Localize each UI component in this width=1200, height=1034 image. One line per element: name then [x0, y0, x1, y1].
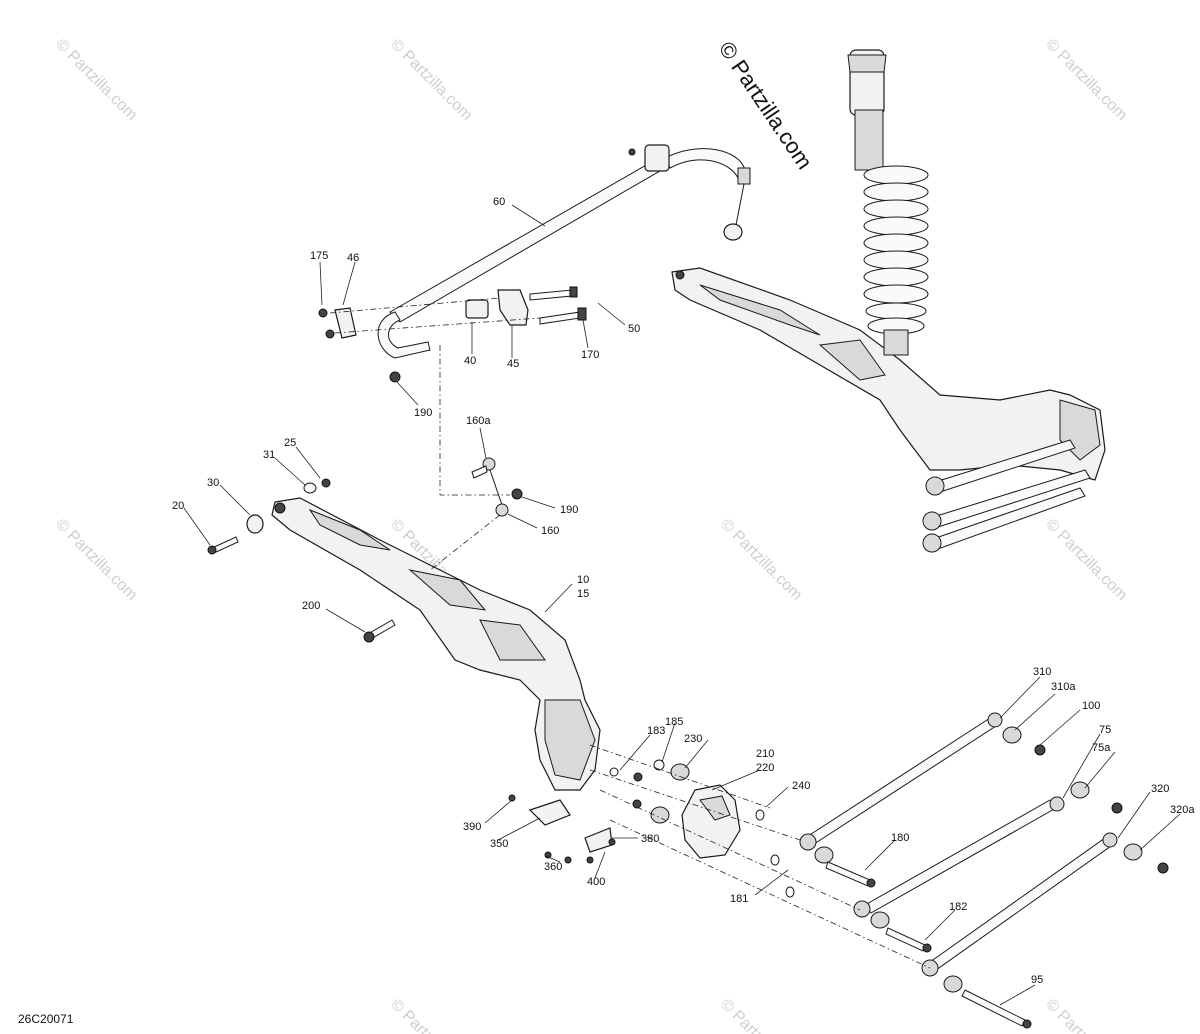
callout: 95 [1031, 974, 1043, 986]
callout: 182 [949, 901, 967, 913]
callout: 20 [172, 500, 184, 512]
sway-link [471, 457, 523, 517]
callout: 181 [730, 893, 748, 905]
callout: 10 [577, 574, 589, 586]
callout: 175 [310, 250, 328, 262]
assembled-suspension [671, 49, 1106, 553]
callout: 320 [1151, 783, 1169, 795]
callout: 390 [463, 821, 481, 833]
callout: 320a [1170, 804, 1195, 816]
watermark-7: © Partzilla.com [1042, 516, 1130, 604]
callout: 180 [891, 832, 909, 844]
callout: 240 [792, 780, 810, 792]
callout: 31 [263, 449, 275, 461]
callout: 40 [464, 355, 476, 367]
callout: 15 [577, 588, 589, 600]
callout: 75 [1099, 724, 1111, 736]
callout: 60 [493, 196, 505, 208]
callout: 200 [302, 600, 320, 612]
callout: 185 [665, 716, 683, 728]
callout: 170 [581, 349, 599, 361]
watermark-9: © Partzilla.com [717, 996, 805, 1034]
callout: 210 [756, 748, 774, 760]
callout: 183 [647, 725, 665, 737]
callout: 75a [1092, 742, 1111, 754]
callout: 380 [641, 833, 659, 845]
callout: 50 [628, 323, 640, 335]
callout: 310 [1033, 666, 1051, 678]
callout: 46 [347, 252, 359, 264]
callout: 350 [490, 838, 508, 850]
callout: 230 [684, 733, 702, 745]
callout: 25 [284, 437, 296, 449]
watermark-4: © Partzilla.com [52, 516, 140, 604]
callout: 160 [541, 525, 559, 537]
callout: 160a [466, 415, 491, 427]
callout: 45 [507, 358, 519, 370]
watermark-1: © Partzilla.com [52, 36, 140, 124]
callout: 190 [560, 504, 578, 516]
callout: 100 [1082, 700, 1100, 712]
watermark-10: © Partzilla.com [1042, 996, 1130, 1034]
watermark-8: © Partzilla.com [387, 996, 475, 1034]
callout: 310a [1051, 681, 1076, 693]
assembly-lines [329, 297, 931, 969]
callout: 220 [756, 762, 774, 774]
knuckle-group [508, 759, 795, 898]
callout: 30 [207, 477, 219, 489]
callout-leaders [183, 204, 1181, 1006]
diagram-code: 26C20071 [18, 1012, 74, 1026]
callout: 190 [414, 407, 432, 419]
sway-bar [318, 144, 751, 383]
watermark-2: © Partzilla.com [387, 36, 475, 124]
callout-labels: 175 46 60 50 40 45 170 190 160a 25 31 30… [172, 196, 1195, 986]
spring-coils [863, 165, 929, 335]
callout: 360 [544, 861, 562, 873]
callout: 400 [587, 876, 605, 888]
trailing-arm [207, 478, 601, 791]
lateral-links [799, 712, 1169, 1029]
watermark-6: © Partzilla.com [717, 516, 805, 604]
brand-text: © Partzilla.com [714, 37, 818, 174]
watermark-3: © Partzilla.com [1042, 36, 1130, 124]
